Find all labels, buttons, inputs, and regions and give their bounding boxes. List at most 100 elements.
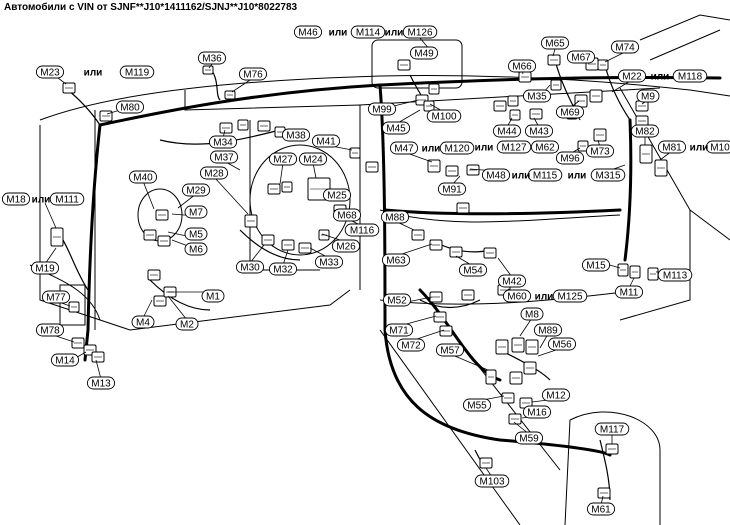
callout-frame <box>128 170 158 184</box>
callout-label: M27 <box>273 155 293 166</box>
callout-frame <box>502 289 532 303</box>
callout-m65: M65 <box>540 36 570 50</box>
or-separator: или <box>568 171 587 182</box>
callout-m48: M48 <box>481 168 511 182</box>
callout-label: M28 <box>204 169 224 180</box>
callout-label: M76 <box>243 70 263 81</box>
callout-m14: M14 <box>50 353 80 367</box>
or-separator: или <box>651 72 670 83</box>
callout-label: M74 <box>615 43 635 54</box>
callout-label: M37 <box>214 153 234 164</box>
callout-frame <box>389 141 419 155</box>
callout-label: M11 <box>620 288 639 299</box>
callout-frame <box>474 474 510 488</box>
callout-m19: M19 <box>30 261 60 275</box>
callout-frame <box>175 317 199 331</box>
callout-label: M56 <box>552 340 572 351</box>
callout-m4: M4 <box>131 315 155 329</box>
callout-frame <box>331 239 361 253</box>
callout-m74: M74 <box>610 40 640 54</box>
callout-m6: M6 <box>184 242 208 256</box>
callout-label: M25 <box>327 191 347 202</box>
callout-label: M78 <box>40 326 60 337</box>
callout-frame <box>497 274 527 288</box>
callout-frame <box>311 134 341 148</box>
callout-label: M33 <box>319 258 339 269</box>
or-separator: или <box>32 195 51 206</box>
callout-label: M16 <box>527 408 547 419</box>
callout-m9: M9 <box>636 89 660 103</box>
callout-m18: M18 <box>1 192 31 206</box>
leader-line <box>279 162 284 185</box>
callout-label: M91 <box>442 185 462 196</box>
callout-m47: M47 <box>389 141 419 155</box>
callout-frame <box>344 223 380 237</box>
callout-frame <box>199 166 229 180</box>
callout-m43: M43 <box>524 124 554 138</box>
callout-m82: M82 <box>630 124 660 138</box>
callout-label: M2 <box>180 320 194 331</box>
callout-frame <box>209 150 239 164</box>
callout-frame <box>201 289 225 303</box>
callout-frame <box>657 140 687 154</box>
callout-frame <box>566 50 596 64</box>
callout-frame <box>617 69 647 83</box>
callout-label: M65 <box>545 39 565 50</box>
callout-label: M41 <box>316 137 336 148</box>
callout-m2: M2 <box>175 317 199 331</box>
callout-m66: M66 <box>507 59 537 73</box>
callout-frame <box>131 315 155 329</box>
callout-frame <box>462 398 492 412</box>
callout-m80: M80 <box>115 100 145 114</box>
callout-frame <box>492 124 522 138</box>
callout-m73: M73 <box>585 144 615 158</box>
callout-frame <box>396 338 426 352</box>
callout-m32: M32 <box>268 262 298 276</box>
leader-line <box>95 359 102 380</box>
callout-m315: M315 <box>590 168 626 182</box>
callout-frame <box>533 323 563 337</box>
callout-frame <box>119 65 155 79</box>
callout-m41: M41 <box>311 134 341 148</box>
callout-label: M34 <box>213 138 233 149</box>
callout-label: M23 <box>40 68 60 79</box>
callout-m42: M42 <box>497 274 527 288</box>
callout-m99: M99 <box>367 102 397 116</box>
callout-m54: M54 <box>458 263 488 277</box>
callout-m35: M35 <box>522 89 552 103</box>
callout-frame <box>530 140 560 154</box>
callout-m55: M55 <box>462 398 492 412</box>
callout-label: M69 <box>560 108 580 119</box>
callout-label: M48 <box>486 171 506 182</box>
callout-frame <box>520 307 544 321</box>
callout-frame <box>382 293 412 307</box>
callout-frame <box>481 168 511 182</box>
callout-frame <box>514 431 544 445</box>
callout-frame <box>594 422 630 436</box>
callout-m126: M126 <box>402 25 438 39</box>
callout-m81: M81 <box>657 140 687 154</box>
callout-label: M103 <box>479 477 504 488</box>
callout-label: M30 <box>240 263 260 274</box>
callout-label: M99 <box>372 105 392 116</box>
callout-label: M68 <box>337 211 357 222</box>
callout-m118: M118 <box>672 69 708 83</box>
leader-line <box>44 202 57 229</box>
callout-frame <box>50 353 80 367</box>
callout-label: M4 <box>136 318 150 329</box>
callout-frame <box>614 285 644 299</box>
callout-frame <box>314 255 344 269</box>
callout-label: M72 <box>401 341 421 352</box>
callout-label: M22 <box>622 72 642 83</box>
callout-label: M80 <box>120 103 140 114</box>
callout-m69: M69 <box>555 105 585 119</box>
diagram-title: Автомобили с VIN от SJNF**J10*1411162/SJ… <box>4 2 298 13</box>
callout-label: M44 <box>497 127 517 138</box>
callout-m24: M24 <box>298 152 328 166</box>
callout-label: M52 <box>387 296 407 307</box>
callout-m120: M120 <box>439 141 475 155</box>
callout-label: M71 <box>389 326 409 337</box>
callout-m12: M12 <box>541 388 571 402</box>
callout-frame <box>268 262 298 276</box>
callout-label: M96 <box>560 154 580 165</box>
